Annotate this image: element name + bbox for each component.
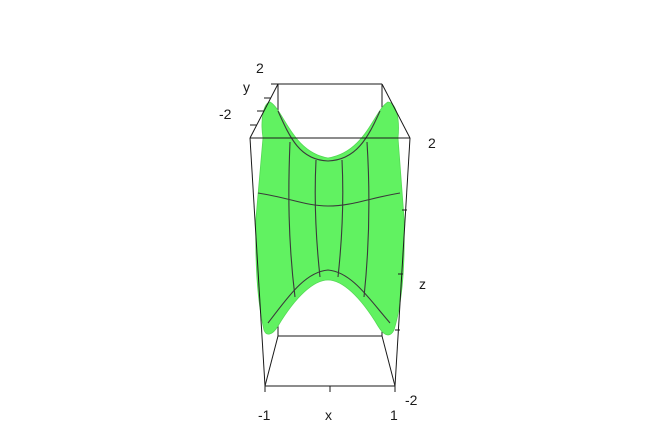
y-axis-label: y bbox=[243, 79, 250, 95]
x-axis-ticks bbox=[264, 386, 396, 392]
mesh-vertical-2 bbox=[314, 159, 321, 278]
box-edge-top-right-depth bbox=[381, 83, 411, 139]
mesh-vertical-4 bbox=[363, 141, 370, 298]
mesh-vertical-1 bbox=[288, 141, 296, 298]
z-axis-ticks bbox=[395, 209, 407, 331]
x-axis-label: x bbox=[325, 407, 332, 423]
box-edge-front-left bbox=[249, 137, 266, 387]
mesh-curve-top-right bbox=[327, 110, 381, 162]
mesh-curve-top-left bbox=[277, 110, 329, 162]
z-axis-label: z bbox=[419, 276, 426, 292]
y-tick-label-min: -2 bbox=[219, 106, 232, 122]
z-tick-label-min: -2 bbox=[405, 392, 418, 408]
mesh-vertical-3 bbox=[337, 159, 344, 278]
z-tick-label-max: 2 bbox=[428, 135, 436, 151]
box-edge-bottom-left-depth bbox=[264, 335, 279, 387]
saddle-surface bbox=[255, 101, 405, 336]
box-edge-front-right bbox=[394, 137, 411, 387]
surface-mesh bbox=[257, 110, 401, 324]
y-axis-ticks bbox=[250, 83, 278, 126]
mesh-curve-middle bbox=[257, 192, 401, 207]
box-front-edges bbox=[249, 83, 411, 387]
y-tick-label-max: 2 bbox=[256, 60, 264, 76]
box-edge-bottom-right-depth bbox=[381, 335, 396, 387]
x-tick-label-max: 1 bbox=[390, 407, 398, 423]
x-tick-label-min: -1 bbox=[258, 407, 271, 423]
mesh-curve-lower bbox=[267, 269, 391, 324]
